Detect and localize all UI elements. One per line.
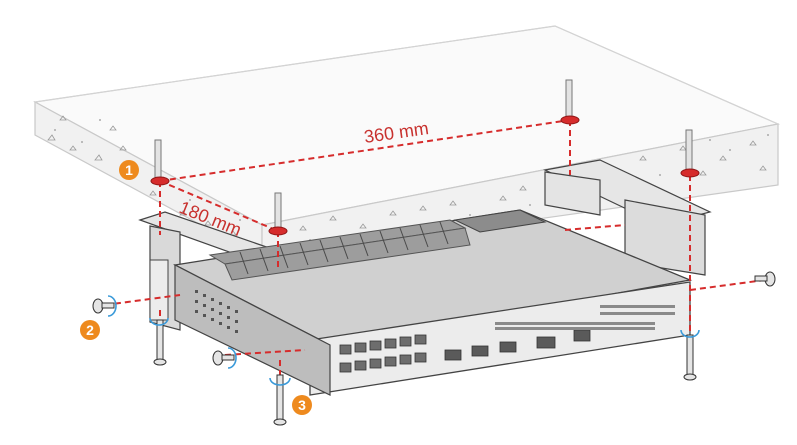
drill-hole-markers (150, 115, 700, 236)
step-number-2: 2 (86, 322, 94, 338)
switch-heatsink-fins (239, 221, 449, 275)
screw-rotation-arrows (107, 295, 700, 386)
screw-left-2 (212, 350, 235, 366)
bolt-front-right (683, 334, 697, 381)
rotation-arrow-bolt-right (680, 329, 700, 338)
drill-hole-front-left (268, 226, 288, 236)
step-badge-3: 3 (292, 395, 312, 415)
rotation-arrow-bolt-3 (269, 377, 291, 386)
step-number-3: 3 (298, 397, 306, 413)
screw-axis-left-1 (104, 294, 181, 306)
anchor-rod-back-left (154, 139, 162, 181)
screw-axis-right (689, 279, 766, 291)
switch-rj45-ports (339, 334, 427, 373)
rotation-arrow-left-screw (107, 295, 117, 317)
bracket-right-inner-plate (544, 171, 601, 216)
drill-hole-back-left (150, 176, 170, 186)
bracket-right-side-plate (624, 199, 706, 276)
ceiling-back-edge (34, 25, 779, 125)
bolt-front-left (273, 374, 287, 426)
switch-left-side (174, 264, 331, 396)
network-switch (172, 209, 693, 396)
bolt-back-left (153, 319, 167, 366)
anchor-rod-front-right (685, 129, 693, 176)
rotation-arrow-bracket-left (149, 317, 169, 326)
mounting-bracket-right (543, 159, 712, 276)
dim-line-180 (159, 180, 279, 232)
drill-hole-front-right (680, 168, 700, 178)
anchor-rod-back-right (565, 79, 573, 121)
step-badge-1: 1 (119, 160, 139, 180)
screw-left-1 (92, 298, 115, 314)
drill-hole-back-right (560, 115, 580, 125)
screw-right (754, 271, 776, 287)
dim-line-right-bracket (564, 224, 626, 231)
screws (92, 271, 776, 426)
ceiling-block (33, 25, 780, 260)
step-badge-2: 2 (80, 320, 100, 340)
switch-side-vents (195, 290, 238, 333)
step-number-1: 1 (125, 162, 133, 178)
dim-line-360 (159, 119, 571, 182)
switch-power-module (453, 209, 547, 233)
rotation-arrow-left-screw-2 (227, 347, 237, 369)
screw-axis-left-2 (224, 349, 306, 356)
concrete-dots (54, 119, 769, 241)
switch-front-vents (495, 305, 675, 330)
